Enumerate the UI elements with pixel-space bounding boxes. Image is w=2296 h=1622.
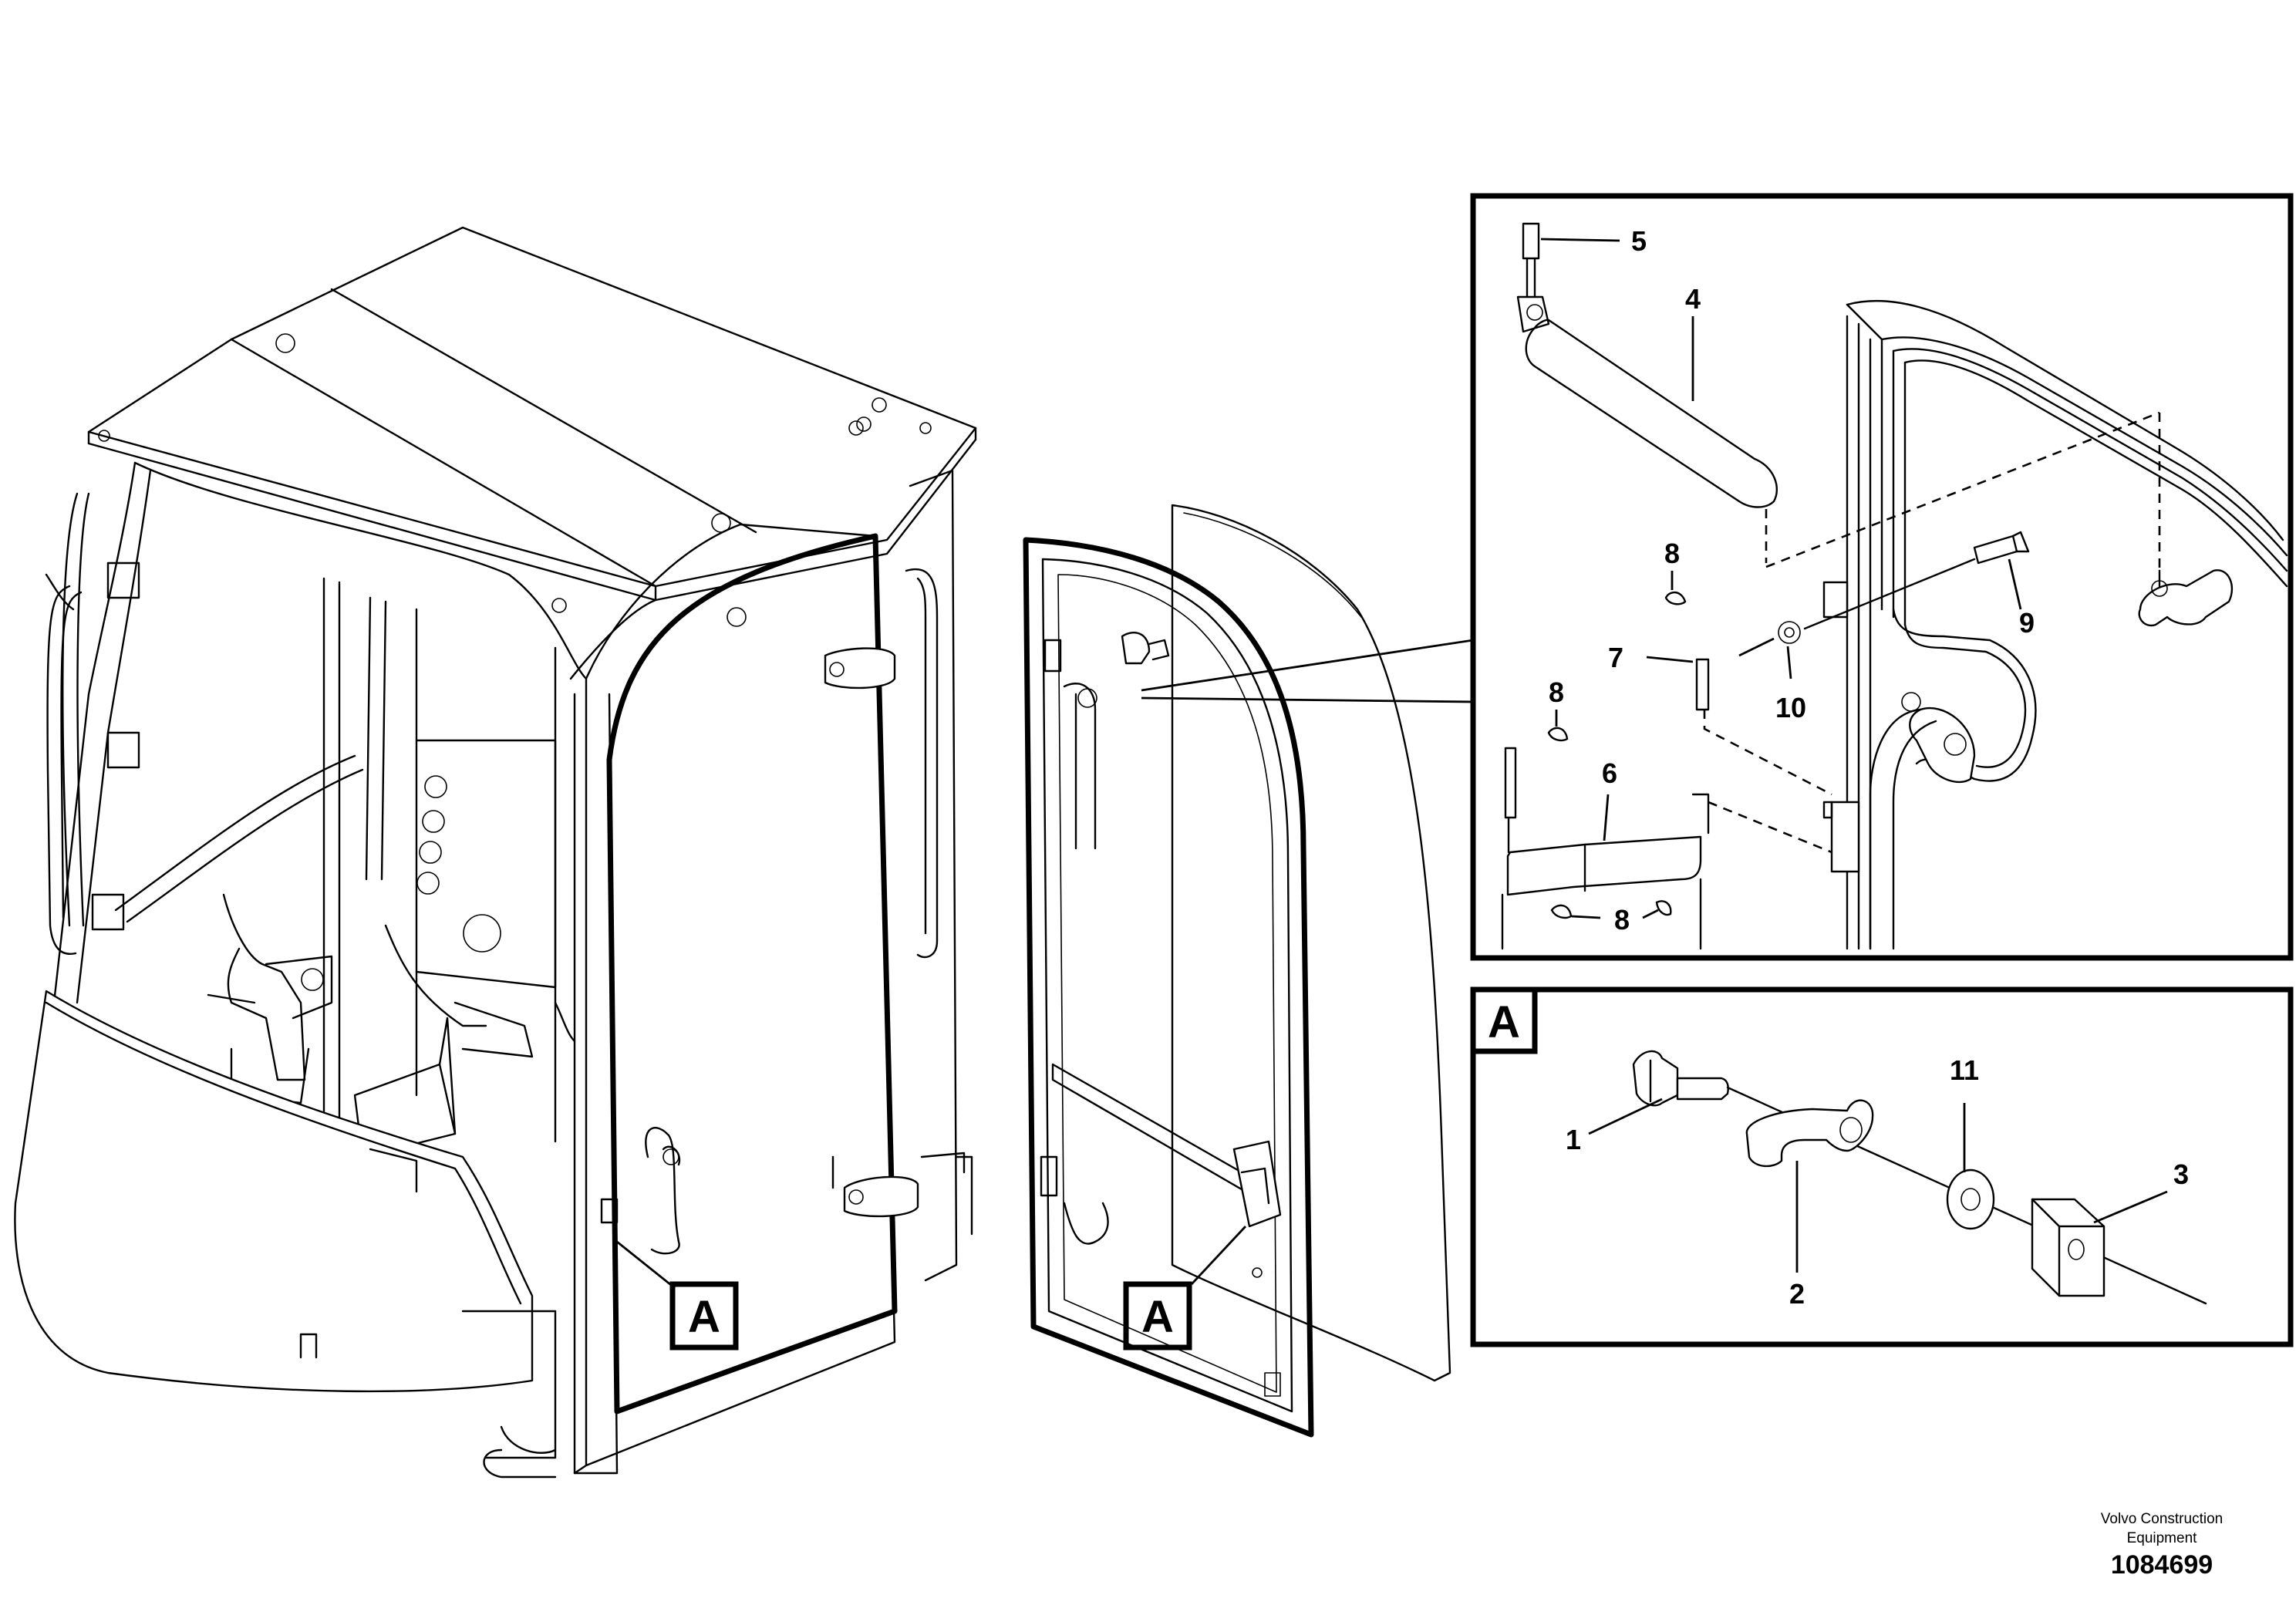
view-tag-door: A (688, 1292, 720, 1342)
detail-leader (1141, 639, 1474, 703)
cab-illustration (14, 226, 977, 1479)
part-label-9: 9 (2019, 607, 2035, 639)
detail-box-a (1470, 986, 2294, 1347)
drawing-number: 1084699 (2111, 1550, 2213, 1580)
detail-box-strut (1470, 193, 2294, 961)
brand-line-1: Volvo Construction (2101, 1511, 2223, 1527)
part-label-10: 10 (1775, 692, 1806, 723)
view-tags (616, 1226, 1247, 1351)
part-label-3: 3 (2173, 1158, 2189, 1190)
detail-tag-a: A (1488, 997, 1520, 1047)
part-label-4: 4 (1685, 283, 1701, 315)
part-label-8-mid: 8 (1549, 676, 1564, 708)
part-label-11: 11 (1950, 1054, 1979, 1086)
door-illustration (1023, 504, 1451, 1438)
brand-line-2: Equipment (2127, 1530, 2198, 1546)
part-label-8-top: 8 (1664, 538, 1680, 569)
part-label-5: 5 (1631, 225, 1647, 257)
view-tag-window: A (1141, 1292, 1174, 1342)
part-label-2: 2 (1789, 1278, 1805, 1310)
part-label-8-bottom: 8 (1614, 904, 1630, 936)
part-label-6: 6 (1602, 757, 1617, 789)
labels: A A A 5 4 8 7 8 9 10 6 8 1 2 11 3 Volvo … (688, 225, 2223, 1580)
part-label-1: 1 (1566, 1124, 1581, 1155)
part-label-7: 7 (1608, 642, 1623, 673)
